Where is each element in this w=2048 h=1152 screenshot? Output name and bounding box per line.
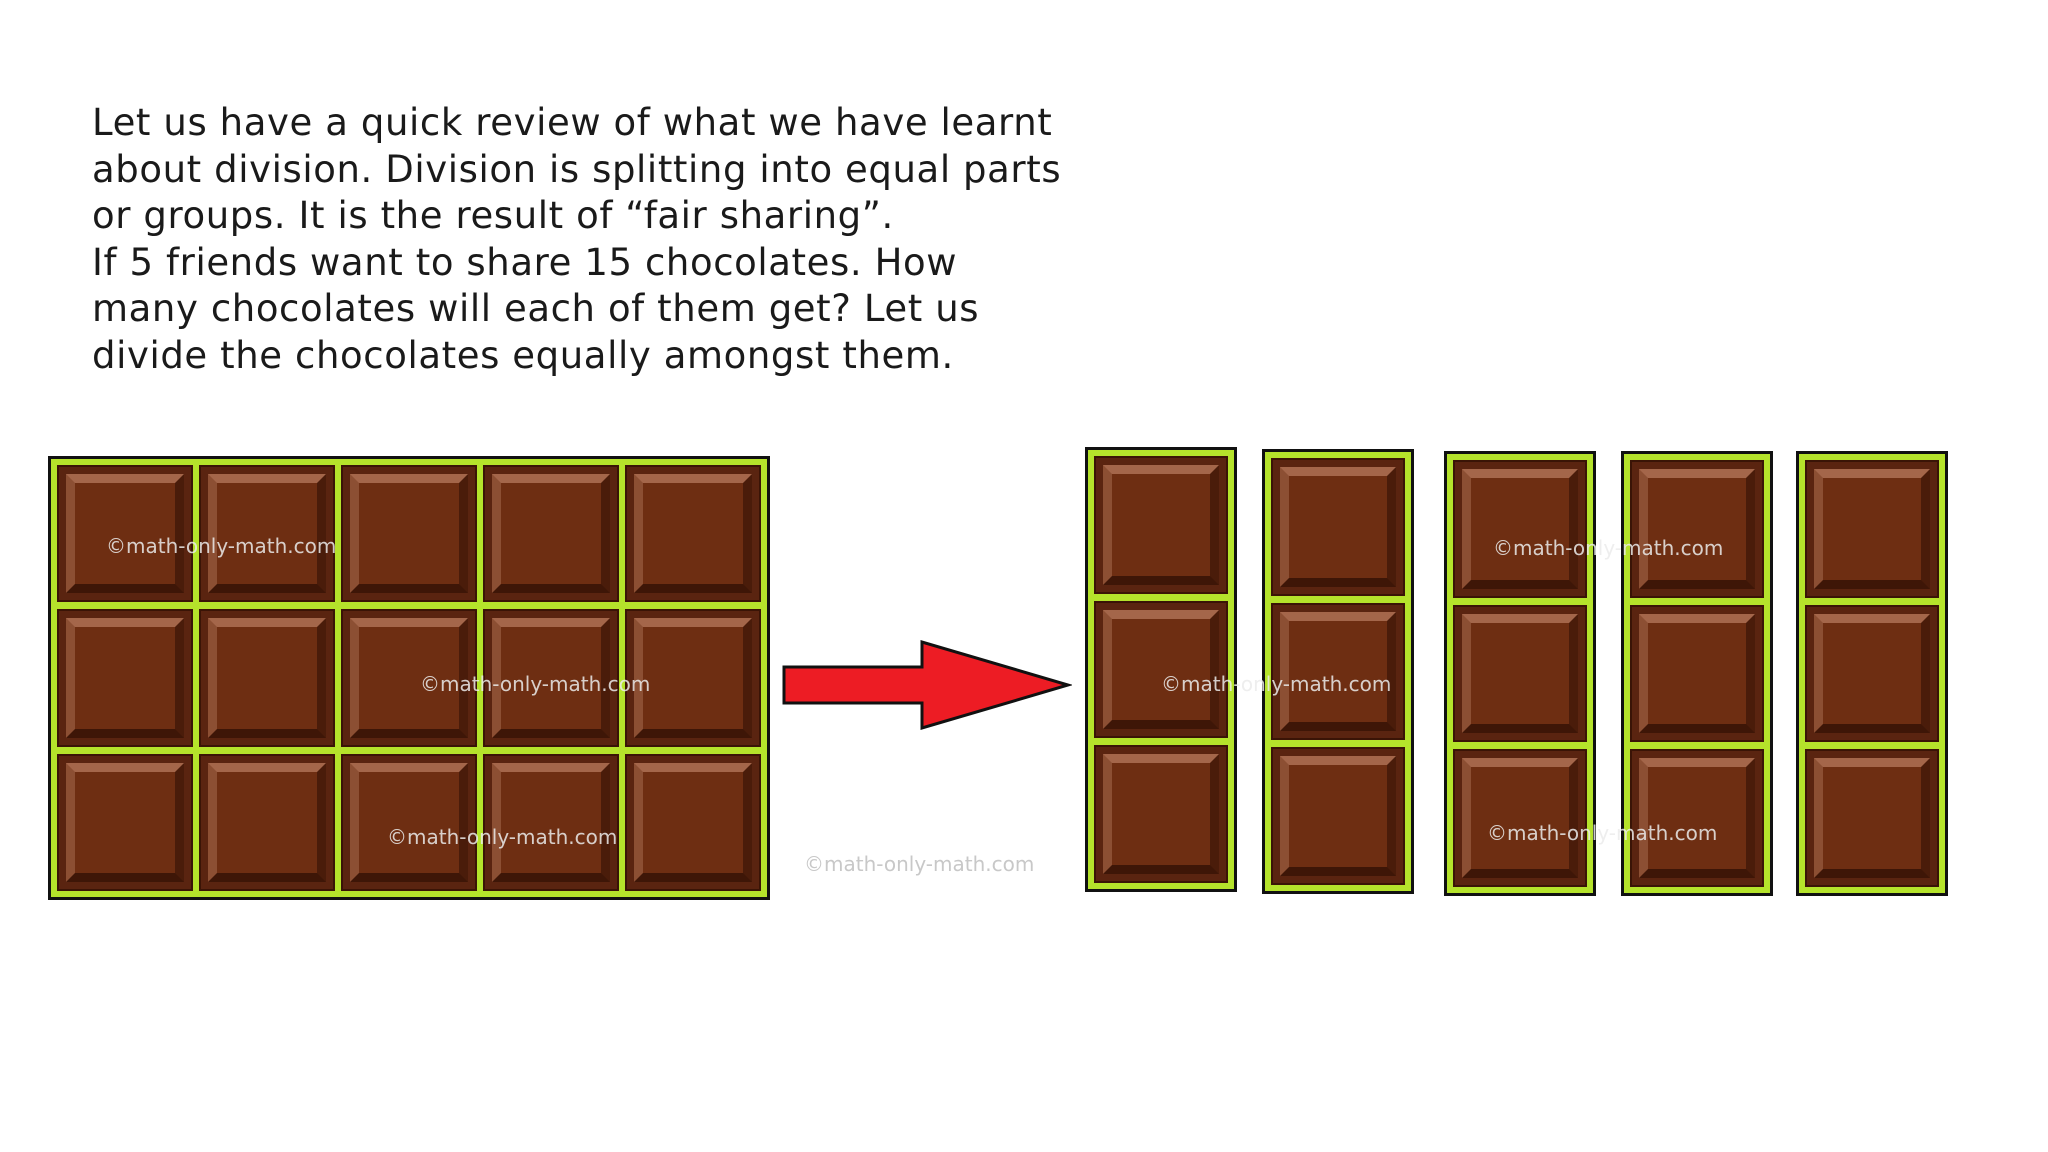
friend-share-5 [1796,451,1948,896]
intro-line: or groups. It is the result of “fair sha… [92,194,894,237]
chocolate-piece [1094,745,1228,883]
chocolate-piece [1630,460,1764,598]
chocolate-piece [625,465,761,603]
chocolate-piece [1805,749,1939,887]
chocolate-piece [1630,749,1764,887]
chocolate-piece [1094,600,1228,739]
chocolate-piece [1094,456,1228,594]
whole-chocolate-bar [48,456,770,900]
chocolate-piece [199,465,335,603]
chocolate-piece [1805,604,1939,743]
arrow-shape [782,640,1072,730]
intro-line: divide the chocolates equally amongst th… [92,333,954,377]
chocolate-piece [57,465,193,603]
chocolate-piece [483,609,619,747]
friend-share-2 [1262,449,1414,894]
chocolate-piece [1453,604,1587,743]
chocolate-piece [57,609,193,747]
chocolate-piece [341,753,477,891]
chocolate-piece [1271,458,1405,596]
intro-line: Let us have a quick review of what we ha… [92,101,1053,144]
chocolate-piece [57,753,193,891]
intro-line: about division. Division is splitting in… [92,147,1062,191]
friend-share-4 [1621,451,1773,896]
chocolate-piece [483,753,619,891]
chocolate-piece [625,609,761,747]
chocolate-piece [1453,460,1587,598]
chocolate-piece [199,753,335,891]
friend-share-3 [1444,451,1596,896]
intro-text: Let us have a quick review of what we ha… [92,100,1112,379]
chocolate-piece [1271,747,1405,885]
chocolate-piece [483,465,619,603]
chocolate-piece [1271,602,1405,741]
intro-line: If 5 friends want to share 15 chocolates… [92,240,958,284]
chocolate-piece [199,609,335,747]
friend-share-1 [1085,447,1237,892]
chocolate-piece [1630,604,1764,743]
intro-line: many chocolates will each of them get? L… [92,287,980,330]
chocolate-piece [1805,460,1939,598]
chocolate-piece [1453,749,1587,887]
chocolate-piece [625,753,761,891]
chocolate-piece [341,465,477,603]
right-arrow-icon [782,640,1072,730]
watermark: ©math-only-math.com [804,852,1035,876]
chocolate-piece [341,609,477,747]
